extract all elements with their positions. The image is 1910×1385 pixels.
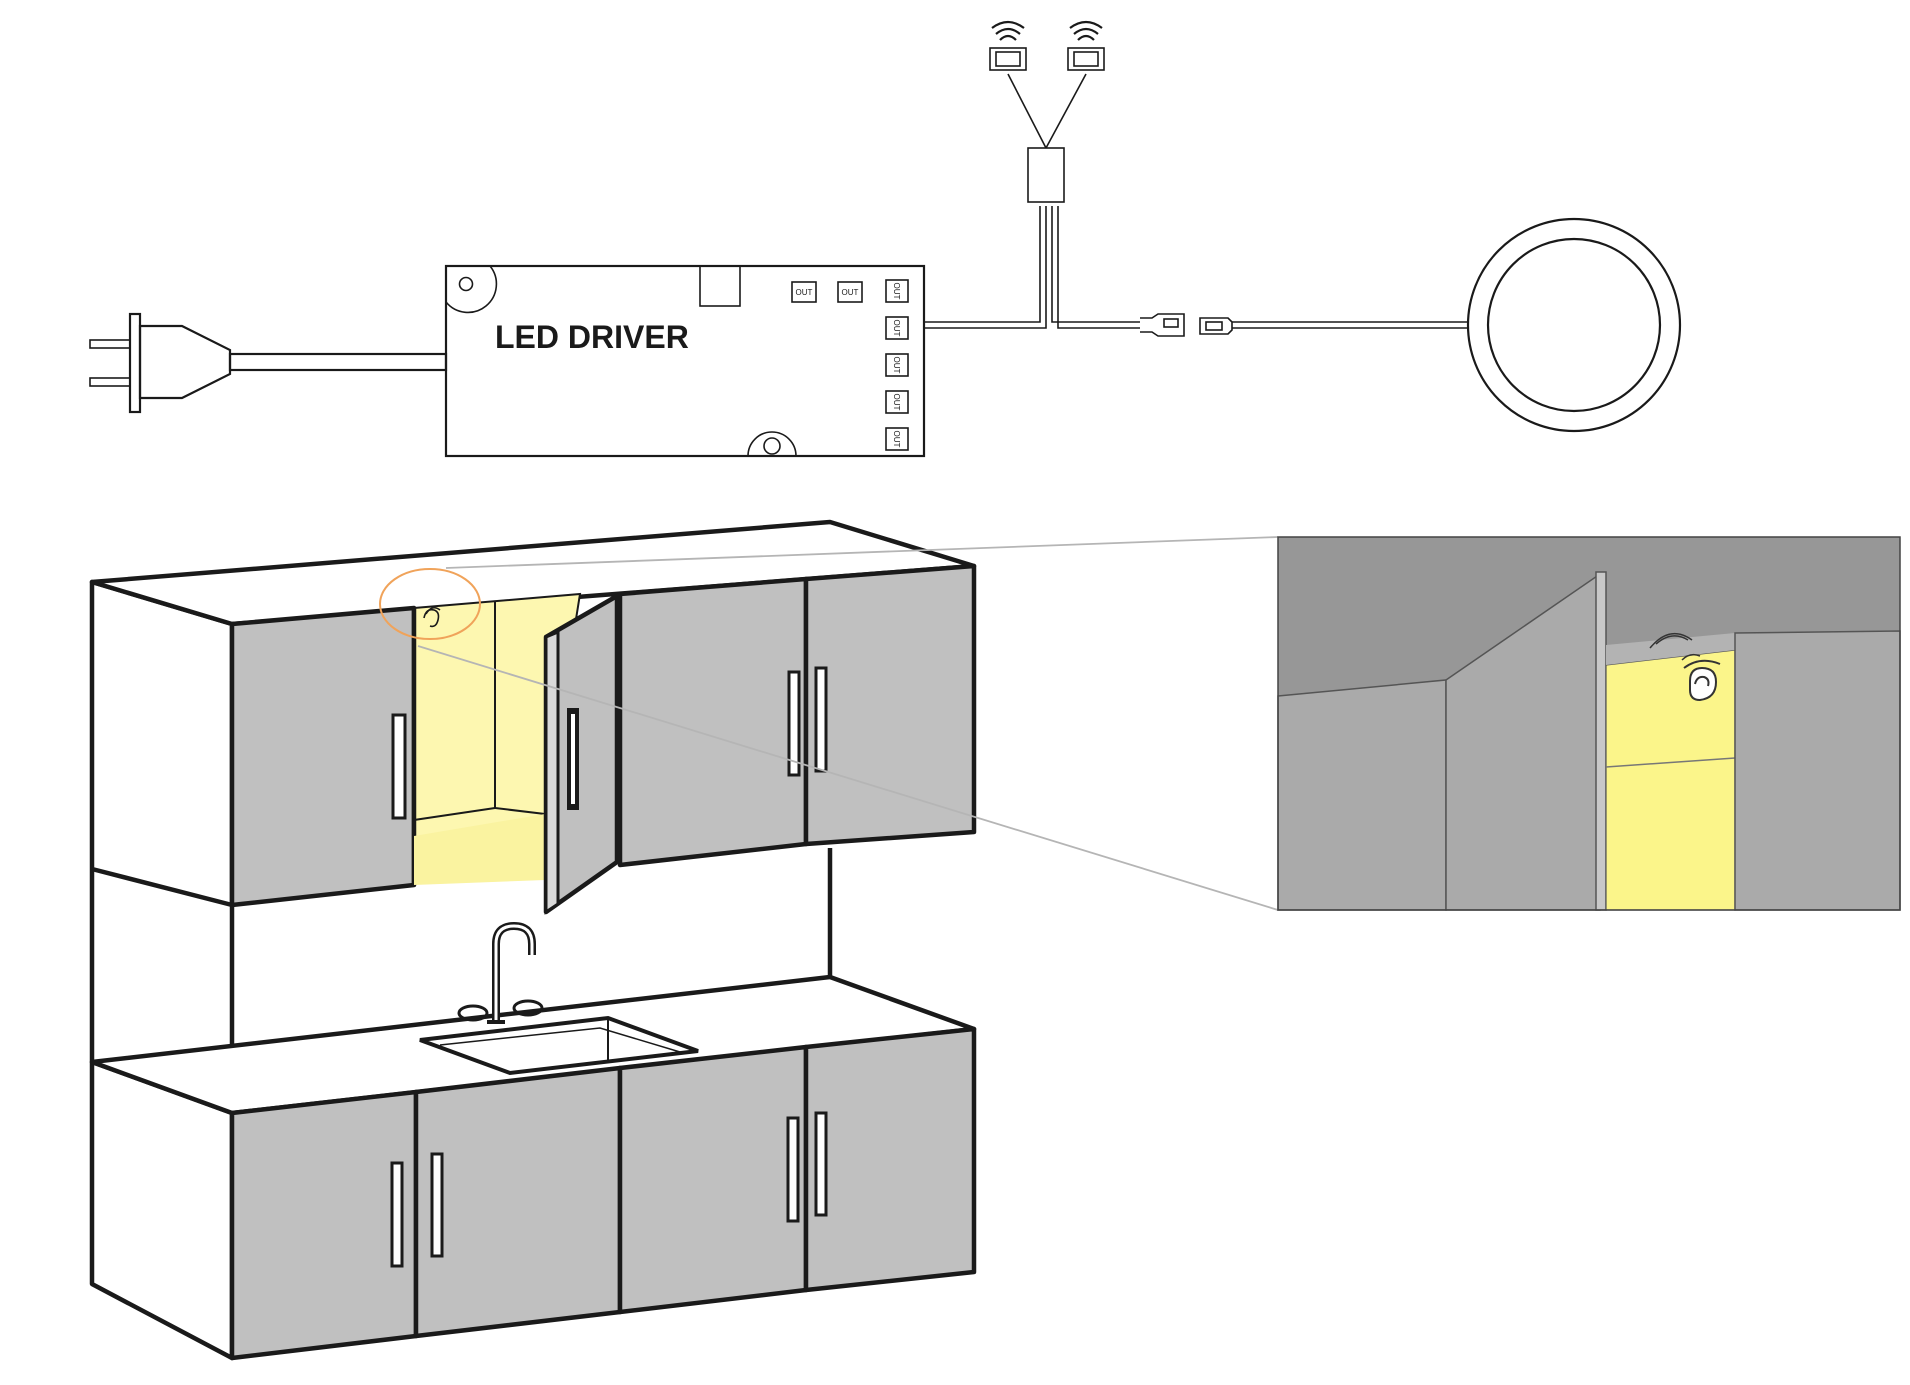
cabinet-handle bbox=[787, 670, 801, 777]
driver-output-port: OUT bbox=[885, 390, 909, 414]
door-sensor-icon bbox=[1649, 632, 1721, 702]
led-driver-box: LED DRIVER OUT OUT OUT OUT OUT OUT OUT bbox=[444, 264, 926, 458]
sink bbox=[419, 1015, 699, 1076]
sensor-highlight-circle bbox=[379, 568, 481, 640]
svg-text:OUT: OUT bbox=[892, 431, 901, 448]
driver-output-port: OUT bbox=[837, 281, 863, 303]
zoom-lines bbox=[417, 536, 1279, 911]
sensor-closeup-inset bbox=[1277, 536, 1901, 911]
cabinet-handle bbox=[567, 708, 579, 810]
puck-cable bbox=[1232, 321, 1468, 329]
driver-output-port: OUT bbox=[885, 353, 909, 377]
driver-output-port: OUT bbox=[791, 281, 817, 303]
cabinet-handle bbox=[390, 1161, 404, 1268]
svg-text:OUT: OUT bbox=[892, 320, 901, 337]
cabinet-handle bbox=[786, 1116, 800, 1223]
svg-text:OUT: OUT bbox=[842, 288, 859, 297]
faucet-icon bbox=[457, 921, 544, 1024]
wireless-sensor-icon bbox=[1067, 20, 1105, 71]
svg-text:OUT: OUT bbox=[796, 288, 813, 297]
driver-output-port: OUT bbox=[885, 316, 909, 340]
kitchen-cabinets bbox=[89, 519, 977, 1361]
connector-male bbox=[1140, 313, 1185, 337]
led-puck-light-icon bbox=[1466, 217, 1682, 433]
svg-text:OUT: OUT bbox=[892, 357, 901, 374]
driver-output-port: OUT bbox=[885, 279, 909, 303]
cabinet-handle bbox=[814, 666, 828, 773]
driver-label: LED DRIVER bbox=[495, 319, 689, 355]
connector-female bbox=[1199, 317, 1233, 335]
cabinet-handle bbox=[814, 1111, 828, 1217]
cabinet-handle bbox=[430, 1152, 444, 1258]
cabinet-handle bbox=[391, 713, 407, 820]
power-plug-icon bbox=[89, 312, 448, 414]
svg-text:OUT: OUT bbox=[892, 394, 901, 411]
door-sensor-icon bbox=[423, 606, 441, 628]
sensor-cable bbox=[924, 73, 1140, 329]
wireless-sensor-icon bbox=[989, 20, 1027, 71]
driver-output-port: OUT bbox=[885, 427, 909, 451]
svg-text:OUT: OUT bbox=[892, 283, 901, 300]
